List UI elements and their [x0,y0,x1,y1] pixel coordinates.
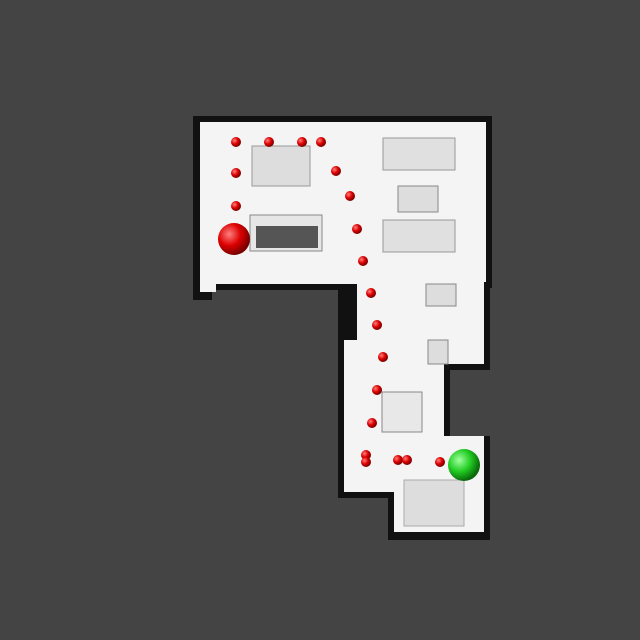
toilet [425,283,457,307]
dining-table [251,145,311,187]
sofa-top [382,137,456,171]
waypoint [264,137,274,147]
waypoints [231,137,445,467]
waypoint [378,352,388,362]
goal-marker [448,449,480,481]
waypoint [358,256,368,266]
waypoint [231,168,241,178]
waypoint [316,137,326,147]
waypoint [231,137,241,147]
sofa-bottom [382,219,456,253]
waypoint [393,455,403,465]
coffee-table [397,185,439,213]
waypoint [435,457,445,467]
furniture [249,137,465,527]
bathroom-sink [427,339,449,365]
waypoint [352,224,362,234]
kitchen-sink [256,226,318,248]
waypoint [402,455,412,465]
waypoint [361,457,371,467]
waypoint [372,385,382,395]
waypoint [372,320,382,330]
waypoint [231,201,241,211]
stairs [381,391,423,433]
waypoint [366,288,376,298]
waypoint [297,137,307,147]
waypoint [361,450,371,460]
start-marker [218,223,250,255]
waypoint [331,166,341,176]
bedroom-clutter [403,479,465,527]
waypoint [345,191,355,201]
waypoint [367,418,377,428]
